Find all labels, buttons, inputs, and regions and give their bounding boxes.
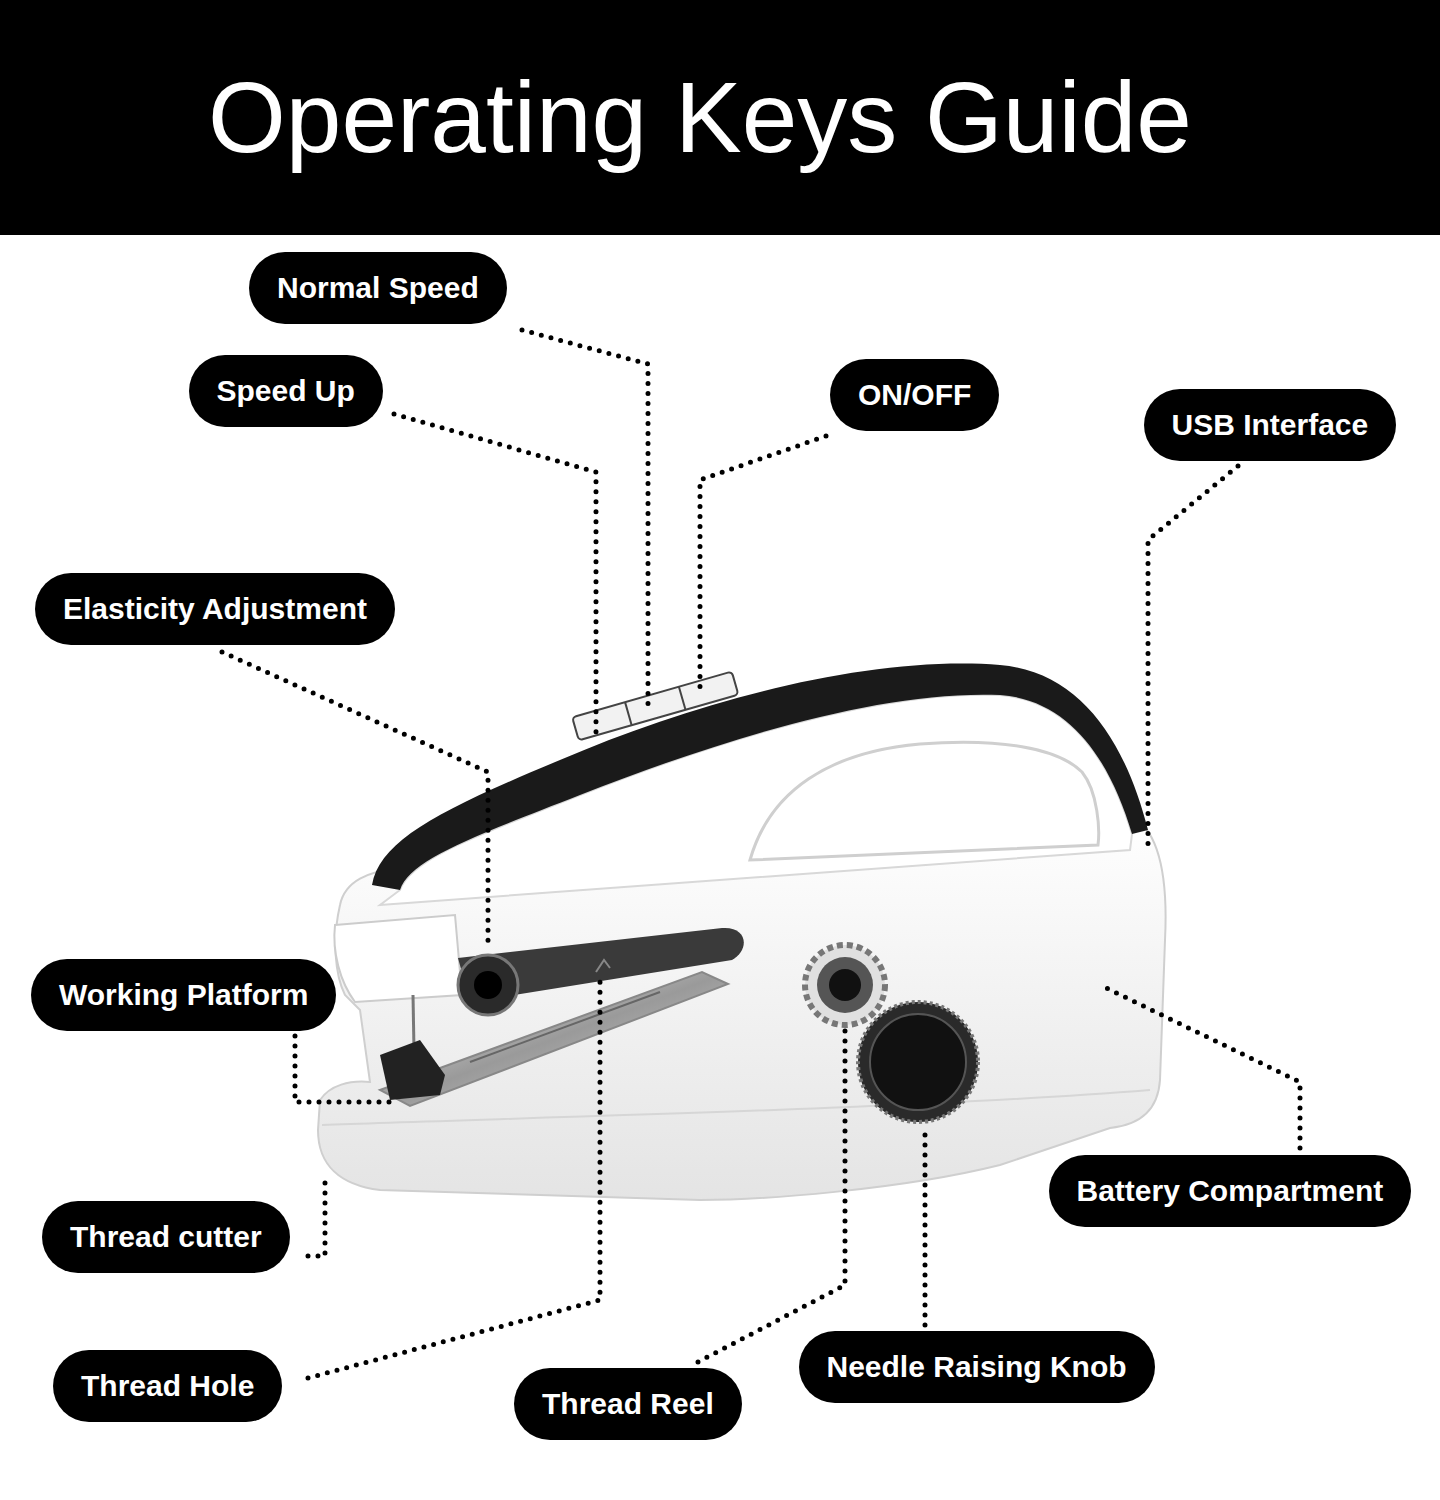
callout-label: ON/OFF xyxy=(858,359,971,431)
callout-pill: Thread Reel xyxy=(514,1368,742,1440)
callout-pill: Normal Speed xyxy=(249,252,507,324)
callout-label: Needle Raising Knob xyxy=(827,1331,1127,1403)
callout-pill: Battery Compartment xyxy=(1049,1155,1412,1227)
callout-label: Speed Up xyxy=(217,355,355,427)
callout-pill: Thread cutter xyxy=(42,1201,290,1273)
callout-label: Thread cutter xyxy=(70,1201,262,1273)
callout-pill: ON/OFF xyxy=(830,359,999,431)
callout-label: Working Platform xyxy=(59,959,308,1031)
callout-label: Normal Speed xyxy=(277,252,479,324)
callout-pill: Needle Raising Knob xyxy=(799,1331,1155,1403)
callout-label: Thread Hole xyxy=(81,1350,254,1422)
callout-label: Elasticity Adjustment xyxy=(63,573,367,645)
callout-pill: USB Interface xyxy=(1144,389,1397,461)
callout-pill: Elasticity Adjustment xyxy=(35,573,395,645)
title-text: Operating Keys Guide xyxy=(0,0,1400,235)
callout-pill: Working Platform xyxy=(31,959,336,1031)
callout-label: Thread Reel xyxy=(542,1368,714,1440)
callout-label: Battery Compartment xyxy=(1077,1155,1384,1227)
callout-label: USB Interface xyxy=(1172,389,1369,461)
title-band: Operating Keys Guide xyxy=(0,0,1440,235)
callout-pill: Speed Up xyxy=(189,355,383,427)
callout-pill: Thread Hole xyxy=(53,1350,282,1422)
